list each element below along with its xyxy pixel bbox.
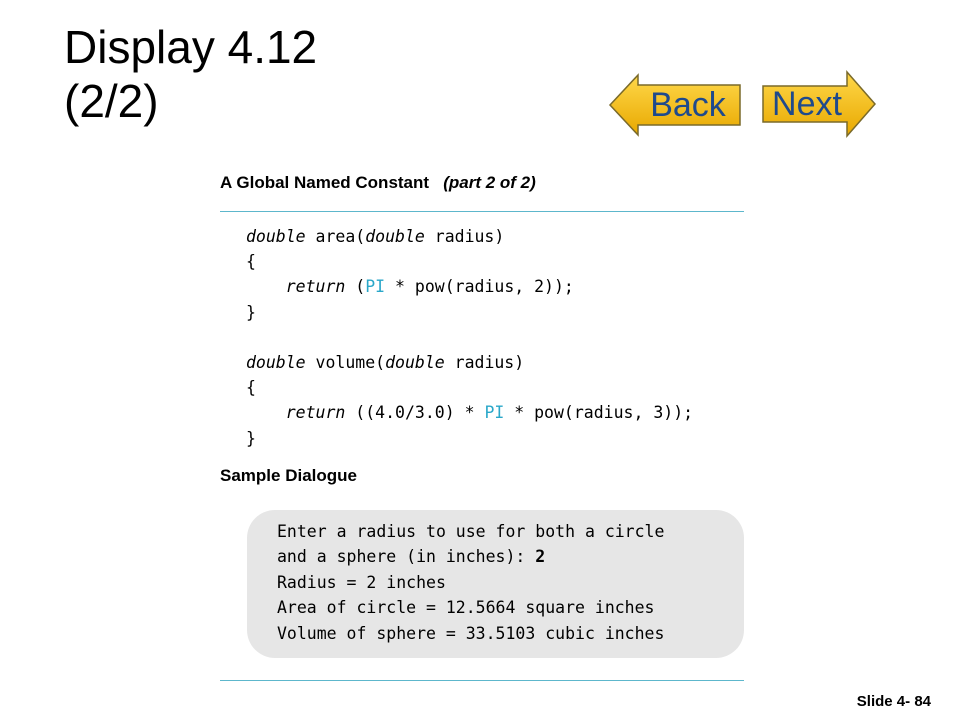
dialogue-line: Area of circle = 12.5664 square inches	[277, 598, 655, 618]
code-line: double volume(double radius)	[246, 353, 525, 373]
next-button[interactable]: Next	[761, 70, 877, 138]
bottom-divider	[220, 680, 744, 681]
slide-number: Slide 4- 84	[856, 693, 931, 710]
code-line: }	[246, 302, 256, 322]
slide-title: Display 4.12(2/2)	[64, 20, 317, 128]
next-arrow-icon	[762, 70, 876, 138]
code-line: double area(double radius)	[246, 227, 505, 246]
code-line: }	[246, 428, 256, 448]
back-button-label: Back	[650, 85, 726, 124]
dialogue-line: and a sphere (in inches): 2	[277, 547, 546, 567]
sample-dialogue-box	[247, 510, 744, 658]
back-arrow-icon	[608, 73, 741, 137]
figure-title: A Global Named Constant (part 2 of 2)	[220, 173, 536, 193]
sample-dialogue-heading: Sample Dialogue	[220, 466, 357, 485]
sample-dialogue-text: Enter a radius to use for both a circle …	[277, 519, 664, 646]
code-line: return ((4.0/3.0) * PI * pow(radius, 3))…	[285, 403, 694, 423]
next-button-label: Next	[772, 84, 842, 123]
code-line: {	[246, 252, 256, 272]
back-button[interactable]: Back	[608, 73, 742, 137]
figure-title-part: (part 2 of 2)	[443, 173, 536, 192]
dialogue-user-input: 2	[535, 547, 546, 567]
dialogue-line: Enter a radius to use for both a circle	[277, 522, 665, 541]
slide-title-line1: Display 4.12	[64, 21, 318, 73]
top-divider	[220, 211, 744, 212]
code-line: return (PI * pow(radius, 2));	[285, 277, 574, 297]
slide-title-line2: (2/2)	[64, 75, 159, 127]
code-listing: double area(double radius) { return (PI …	[246, 224, 693, 451]
dialogue-line: Radius = 2 inches	[277, 572, 446, 592]
code-line: {	[246, 378, 256, 398]
figure-title-text: A Global Named Constant	[220, 173, 430, 192]
dialogue-line: Volume of sphere = 33.5103 cubic inches	[277, 623, 665, 643]
